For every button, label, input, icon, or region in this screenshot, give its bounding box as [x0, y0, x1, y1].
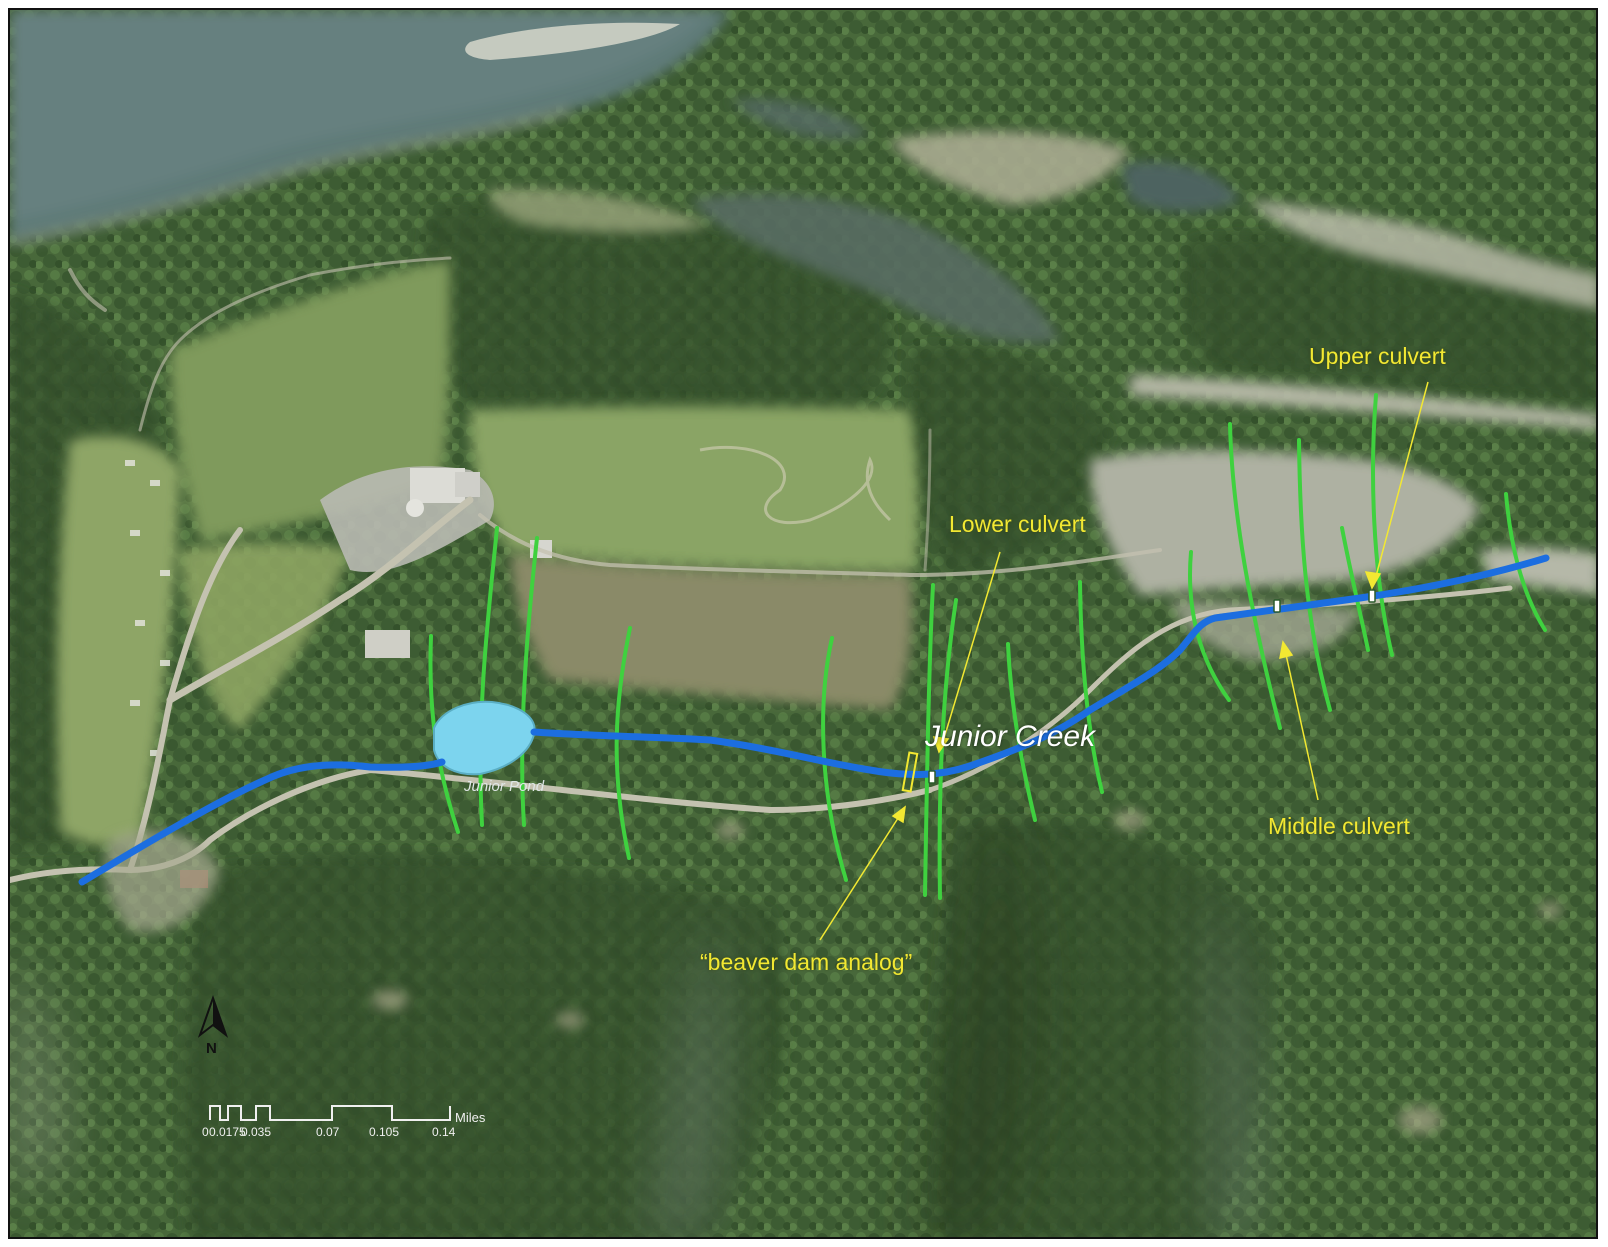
- sandbar: [465, 22, 680, 60]
- scale-tick-label: 0.07: [316, 1125, 340, 1139]
- junior-creek-stream: [78, 554, 1550, 886]
- culvert-marker-icon: [1273, 599, 1281, 613]
- transect-line: [937, 598, 958, 900]
- forest-clearings: [372, 810, 1562, 1134]
- upper-clearings: [489, 131, 1596, 430]
- callout-arrow-icon: [932, 551, 1001, 754]
- scale-bar-graphic: [209, 1105, 451, 1121]
- beaver-dam-analog-label: “beaver dam analog”: [700, 949, 913, 975]
- scale-units-label: Miles: [455, 1110, 486, 1125]
- lower-culvert-label: Lower culvert: [949, 511, 1086, 537]
- ridge-shading: [10, 770, 1258, 1237]
- transect-line: [428, 634, 460, 834]
- callout-arrow-icon: [1279, 640, 1319, 801]
- junior-creek-label: Junior Creek: [925, 720, 1096, 753]
- meadows: [57, 260, 919, 846]
- junior-pond-label: Junior Pond: [464, 778, 545, 795]
- river-bank: [10, 105, 572, 247]
- transect-lines: [428, 393, 1547, 900]
- transect-line: [923, 583, 935, 897]
- beaver-dam-analog-marker: [901, 751, 919, 793]
- transect-line: [478, 526, 499, 827]
- transect-line: [1006, 642, 1037, 822]
- culvert-marker-icon: [928, 770, 936, 784]
- scale-tick-label: 0.105: [369, 1125, 400, 1139]
- scale-tick-label: 0.035: [241, 1125, 272, 1139]
- callout-arrow-icon: [1364, 381, 1429, 590]
- aerial-map: [10, 10, 1596, 1237]
- transect-line: [1228, 422, 1282, 730]
- transect-line: [520, 536, 539, 827]
- meadow-trails: [699, 445, 892, 525]
- scale-tick-label: 0.0175: [209, 1125, 246, 1139]
- map-frame: Upper culvert Lower culvert Middle culve…: [8, 8, 1598, 1239]
- culvert-marker-icon: [1368, 589, 1376, 603]
- scale-tick-label: 0.14: [432, 1125, 456, 1139]
- culvert-markers: [928, 589, 1376, 784]
- river: [10, 10, 730, 242]
- middle-culvert-label: Middle culvert: [1268, 813, 1410, 839]
- transect-line: [1078, 580, 1104, 794]
- north-arrow-icon: [197, 994, 229, 1038]
- upper-culvert-label: Upper culvert: [1309, 343, 1446, 369]
- callout-arrows: [819, 381, 1429, 941]
- lower-left-clearing: [105, 830, 220, 932]
- transect-line: [1371, 393, 1394, 657]
- north-label: N: [206, 1040, 217, 1057]
- upper-wetlands: [690, 99, 1240, 343]
- transect-line: [1297, 438, 1332, 712]
- transect-line: [821, 636, 848, 882]
- callout-arrow-icon: [819, 805, 906, 941]
- scale-tick-label: 0: [202, 1125, 209, 1139]
